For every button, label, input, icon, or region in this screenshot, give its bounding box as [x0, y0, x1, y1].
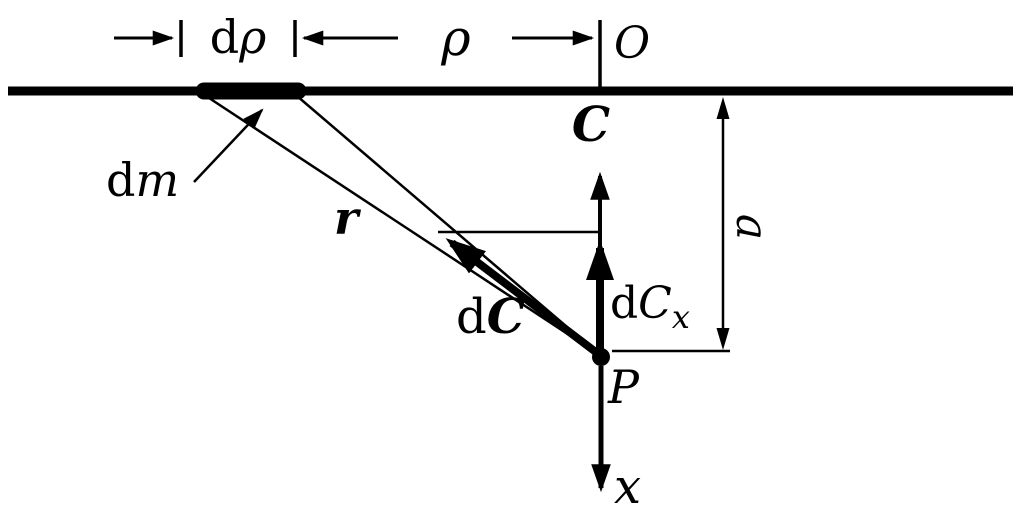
rho-label: ρ: [440, 9, 471, 67]
sight-line-left: [205, 94, 602, 358]
drho-label: dρ: [210, 10, 267, 64]
a-dimension-arrow-bottom: [716, 328, 730, 350]
dC-vector-arrow: [445, 238, 604, 360]
origin-label: O: [614, 18, 650, 69]
C-label: C: [572, 97, 610, 153]
dCx-label: dCx: [610, 278, 690, 336]
a-dimension-arrow-top: [716, 97, 730, 119]
dm-label: dm: [106, 153, 179, 207]
P-label: P: [607, 360, 640, 414]
point-P-dot: [592, 348, 610, 366]
x-label: x: [614, 459, 641, 515]
a-label: a: [726, 214, 777, 240]
dC-label: dC: [456, 289, 525, 345]
dm-leader-arrow: [193, 108, 264, 183]
r-label: r: [334, 191, 362, 245]
